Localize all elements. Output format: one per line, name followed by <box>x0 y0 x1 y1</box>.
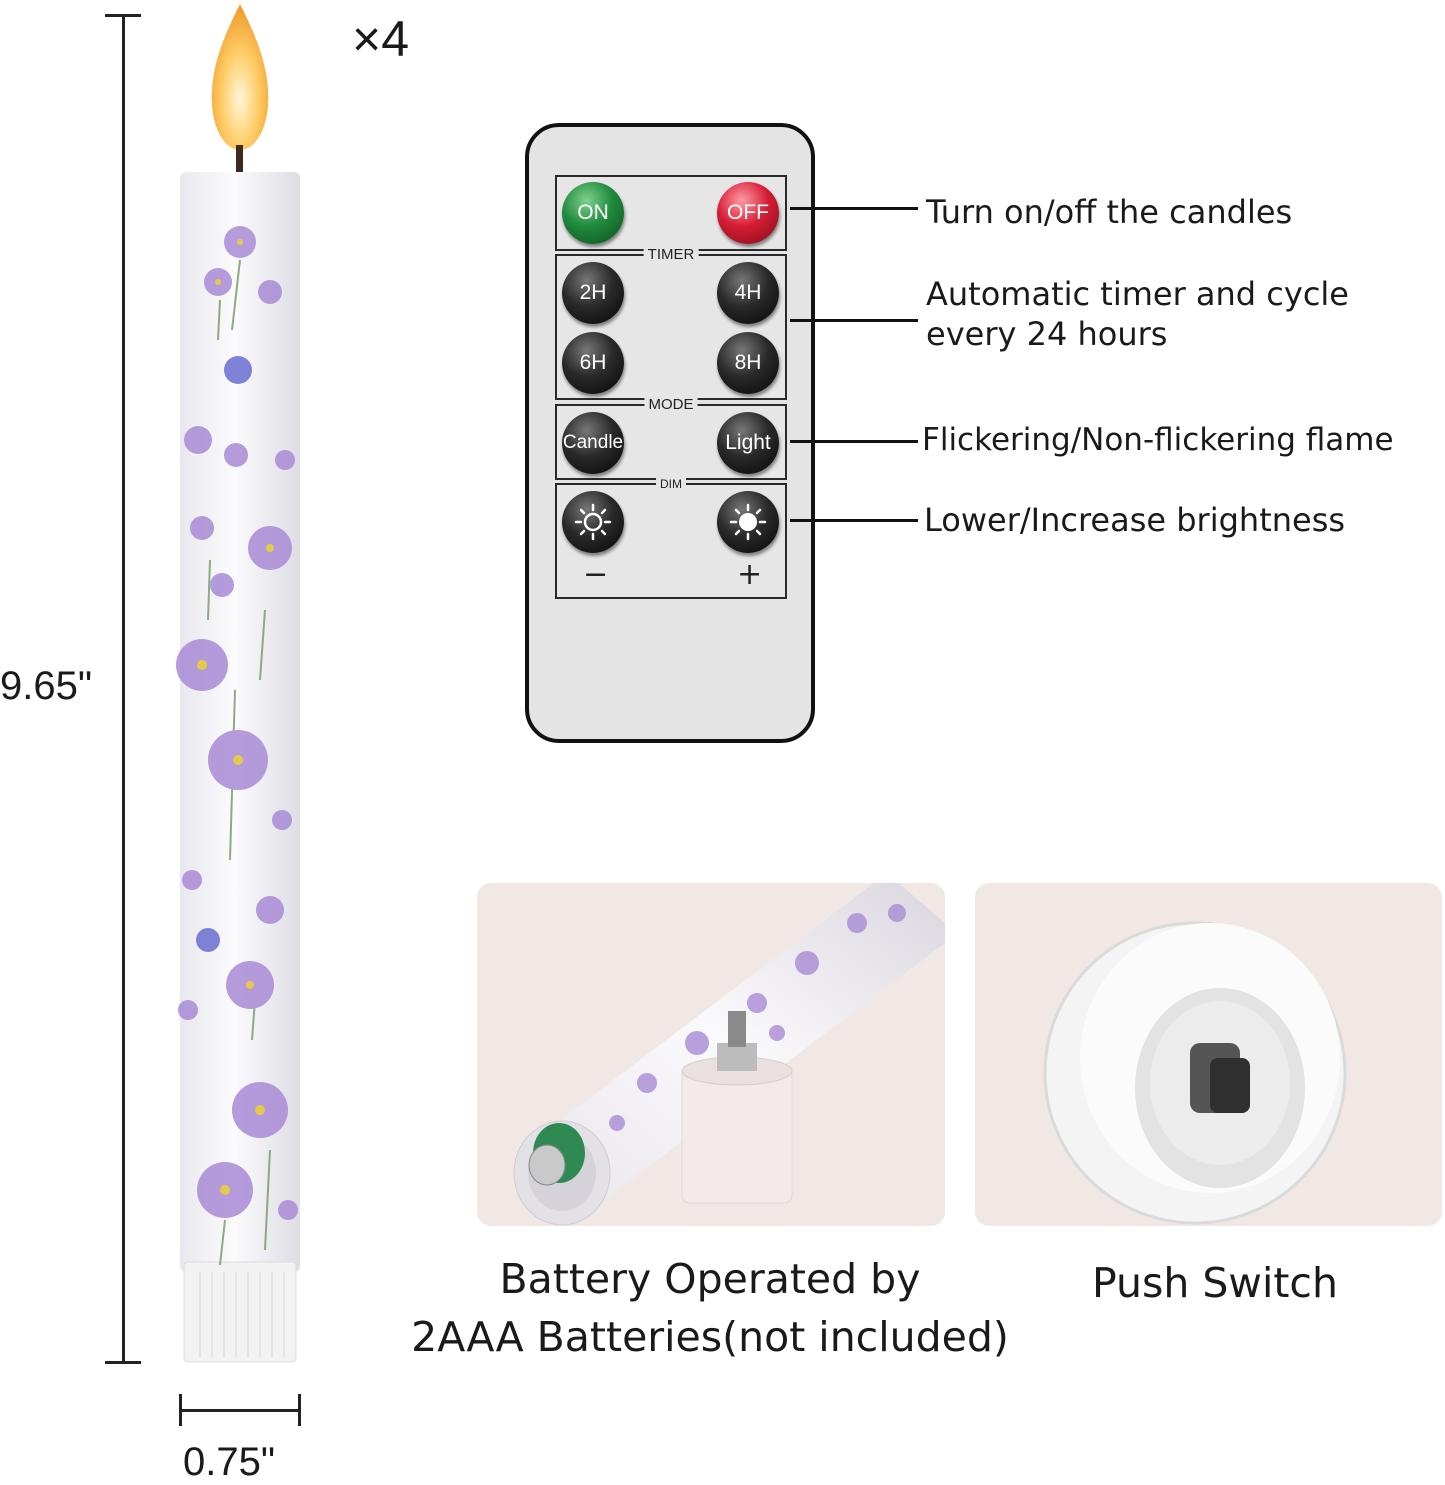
mode-label: MODE <box>644 396 698 413</box>
feature-dim: Lower/Increase brightness <box>924 501 1346 539</box>
dim-plus-label: + <box>737 557 763 592</box>
remote-control: ON OFF TIMER 2H 4H 6H 8H MODE Candle Lig… <box>525 123 815 743</box>
candle-mode-label: Candle <box>562 432 624 453</box>
timer-4h-button[interactable]: 4H <box>717 262 779 324</box>
width-label: 0.75" <box>183 1440 276 1484</box>
feature-mode: Flickering/Non-flickering flame <box>922 422 1394 458</box>
battery-caption: Battery Operated by 2AAA Batteries(not i… <box>411 1255 1009 1361</box>
height-label: 9.65" <box>0 664 93 708</box>
timer-panel: TIMER 2H 4H 6H 8H <box>555 246 787 400</box>
push-switch-photo <box>975 883 1442 1226</box>
timer-label: TIMER <box>643 246 699 263</box>
flame-icon <box>211 4 269 150</box>
candle-illustration <box>176 4 300 1363</box>
dim-down-button[interactable] <box>562 491 624 553</box>
callout-line-dim <box>790 519 918 522</box>
feature-timer: Automatic timer and cycle every 24 hours <box>926 275 1349 353</box>
dim-up-button[interactable] <box>717 491 779 553</box>
mode-panel: MODE Candle Light <box>555 396 787 480</box>
brightness-high-icon <box>729 503 767 541</box>
power-panel: ON OFF <box>555 175 787 251</box>
on-button-label: ON <box>577 201 609 224</box>
battery-photo <box>477 883 945 1226</box>
off-button-label: OFF <box>727 201 769 224</box>
timer-8h-label: 8H <box>734 351 762 374</box>
on-button[interactable]: ON <box>562 182 624 244</box>
timer-2h-label: 2H <box>579 281 607 304</box>
feature-power: Turn on/off the candles <box>926 193 1293 231</box>
callout-line-timer <box>790 319 918 322</box>
push-switch-caption: Push Switch <box>1092 1259 1338 1307</box>
light-mode-button[interactable]: Light <box>717 412 779 474</box>
dim-label: DIM <box>656 477 686 491</box>
timer-8h-button[interactable]: 8H <box>717 332 779 394</box>
dim-minus-label: − <box>583 557 609 592</box>
quantity-label: ×4 <box>352 11 410 67</box>
timer-4h-label: 4H <box>734 281 762 304</box>
light-mode-label: Light <box>725 431 771 454</box>
off-button[interactable]: OFF <box>717 182 779 244</box>
callout-line-mode <box>790 440 918 443</box>
timer-6h-button[interactable]: 6H <box>562 332 624 394</box>
candle-mode-button[interactable]: Candle <box>562 412 624 474</box>
dim-panel: DIM − <box>555 477 787 599</box>
timer-2h-button[interactable]: 2H <box>562 262 624 324</box>
callout-line-power <box>790 207 918 210</box>
brightness-low-icon <box>574 503 612 541</box>
timer-6h-label: 6H <box>579 351 607 374</box>
